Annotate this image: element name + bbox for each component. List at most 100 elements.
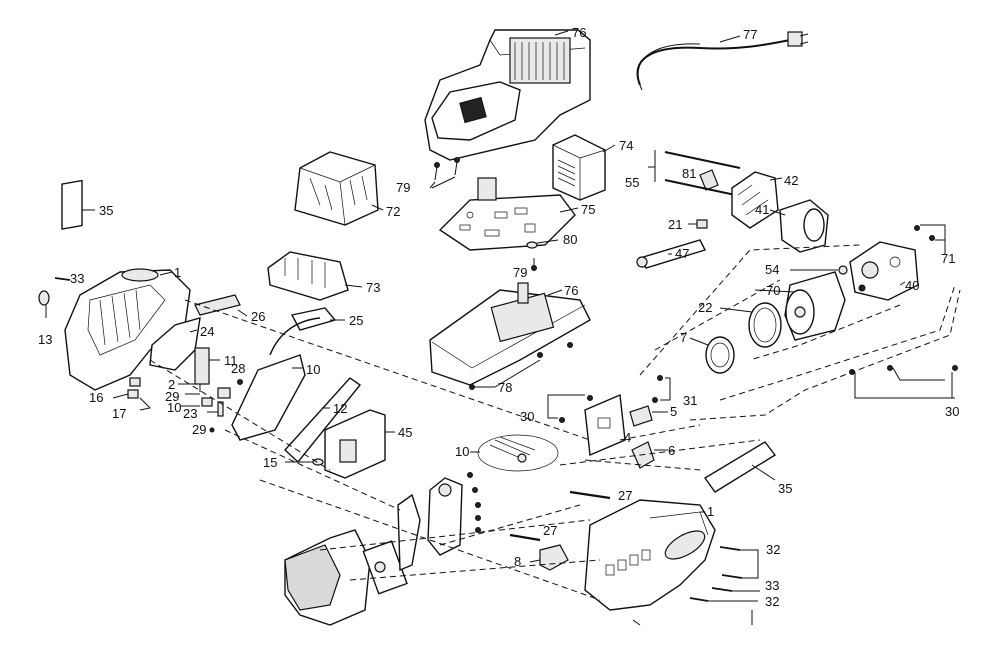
part-35-label xyxy=(61,179,95,230)
part-28-screw xyxy=(237,379,243,385)
callout-1: 1 xyxy=(707,504,714,519)
callout-54: 54 xyxy=(765,262,779,277)
part-45-bracket xyxy=(324,409,395,479)
callout-12: 12 xyxy=(333,401,347,416)
part-79-screws xyxy=(429,157,460,189)
part-29-screw xyxy=(209,427,215,433)
callout-21: 21 xyxy=(668,217,682,232)
part-32-33-screws xyxy=(689,546,760,602)
part-76-charger-housing xyxy=(424,29,591,161)
callout-33: 33 xyxy=(70,271,84,286)
callout-32: 32 xyxy=(765,594,779,609)
part-70-motor xyxy=(754,271,846,341)
callout-13: 13 xyxy=(38,332,52,347)
callout-15: 15 xyxy=(263,455,277,470)
part-1-right-housing xyxy=(584,499,716,611)
part-25-connector xyxy=(290,307,345,331)
callout-70: 70 xyxy=(766,283,780,298)
callout-81: 81 xyxy=(682,166,696,181)
callout-17: 17 xyxy=(112,406,126,421)
callout-10: 10 xyxy=(306,362,320,377)
part-33-screw xyxy=(54,277,71,281)
part-35-label-strip xyxy=(703,441,777,493)
part-55-screws xyxy=(648,150,741,197)
callout-24: 24 xyxy=(200,324,214,339)
part-41-motor-can xyxy=(769,199,829,253)
callout-74: 74 xyxy=(619,138,633,153)
callout-47: 47 xyxy=(675,246,689,261)
callout-42: 42 xyxy=(784,173,798,188)
part-80-79-fasteners xyxy=(526,239,559,271)
part-13-knob xyxy=(38,290,50,318)
callout-22: 22 xyxy=(698,300,712,315)
part-4-switch-bracket xyxy=(584,393,626,457)
callout-29: 29 xyxy=(165,389,179,404)
callout-16: 16 xyxy=(89,390,103,405)
callout-79: 79 xyxy=(513,265,527,280)
part-77-power-cord xyxy=(636,31,809,91)
part-1-left-housing xyxy=(64,268,191,391)
callout-33: 33 xyxy=(765,578,779,593)
part-5-switch xyxy=(629,405,668,427)
part-7-bushing xyxy=(689,336,735,374)
callout-79: 79 xyxy=(396,180,410,195)
part-8-clip xyxy=(529,544,569,571)
callout-41: 41 xyxy=(755,202,769,217)
callout-72: 72 xyxy=(386,204,400,219)
callout-55: 55 xyxy=(625,175,639,190)
part-72-battery-pack xyxy=(294,151,384,226)
part-81-switch-cap xyxy=(699,169,719,191)
part-23-pin xyxy=(207,401,224,417)
part-27-screws xyxy=(509,490,611,542)
callout-27: 27 xyxy=(618,488,632,503)
callout-10: 10 xyxy=(167,400,181,415)
callout-28: 28 xyxy=(231,361,245,376)
callout-76: 76 xyxy=(564,283,578,298)
part-10-spring-detail xyxy=(470,434,559,472)
part-54-pinion xyxy=(790,265,848,275)
callout-78: 78 xyxy=(498,380,512,395)
callout-5: 5 xyxy=(670,404,677,419)
part-42-gear-housing xyxy=(731,171,783,229)
part-76-charger-base xyxy=(429,282,591,386)
part-12-lever xyxy=(284,377,362,464)
part-15-washer xyxy=(285,458,324,466)
callout-35: 35 xyxy=(778,481,792,496)
callout-29: 29 xyxy=(192,422,206,437)
part-16-17-nuts xyxy=(112,377,152,411)
part-40-gearbox xyxy=(849,241,919,301)
callout-71: 71 xyxy=(941,251,955,266)
callout-10: 10 xyxy=(455,444,469,459)
assembly-guide-lines xyxy=(149,244,961,626)
callout-45: 45 xyxy=(398,425,412,440)
callout-35: 35 xyxy=(99,203,113,218)
part-22-ring xyxy=(719,302,782,348)
callout-31: 31 xyxy=(683,393,697,408)
part-26-clip xyxy=(194,294,248,317)
callout-4: 4 xyxy=(624,430,631,445)
part-73-terminal-block xyxy=(267,251,363,301)
callout-11: 11 xyxy=(224,353,238,368)
part-74-transformer xyxy=(552,134,616,201)
part-11-contact-plate xyxy=(194,347,220,385)
callout-40: 40 xyxy=(905,278,919,293)
callout-26: 26 xyxy=(251,309,265,324)
callout-73: 73 xyxy=(366,280,380,295)
callout-30: 30 xyxy=(945,404,959,419)
part-71-screws xyxy=(914,224,946,255)
part-21-47-shaft xyxy=(636,219,708,269)
callout-76: 76 xyxy=(572,25,586,40)
callout-23: 23 xyxy=(183,406,197,421)
part-78-screws xyxy=(469,342,573,390)
callout-30: 30 xyxy=(520,409,534,424)
callout-1: 1 xyxy=(174,265,181,280)
callout-25: 25 xyxy=(349,313,363,328)
callout-6: 6 xyxy=(668,443,675,458)
part-saw-nose-assembly xyxy=(284,472,481,626)
callout-75: 75 xyxy=(581,202,595,217)
callout-2: 2 xyxy=(168,377,175,392)
callout-80: 80 xyxy=(563,232,577,247)
callout-8: 8 xyxy=(514,554,521,569)
